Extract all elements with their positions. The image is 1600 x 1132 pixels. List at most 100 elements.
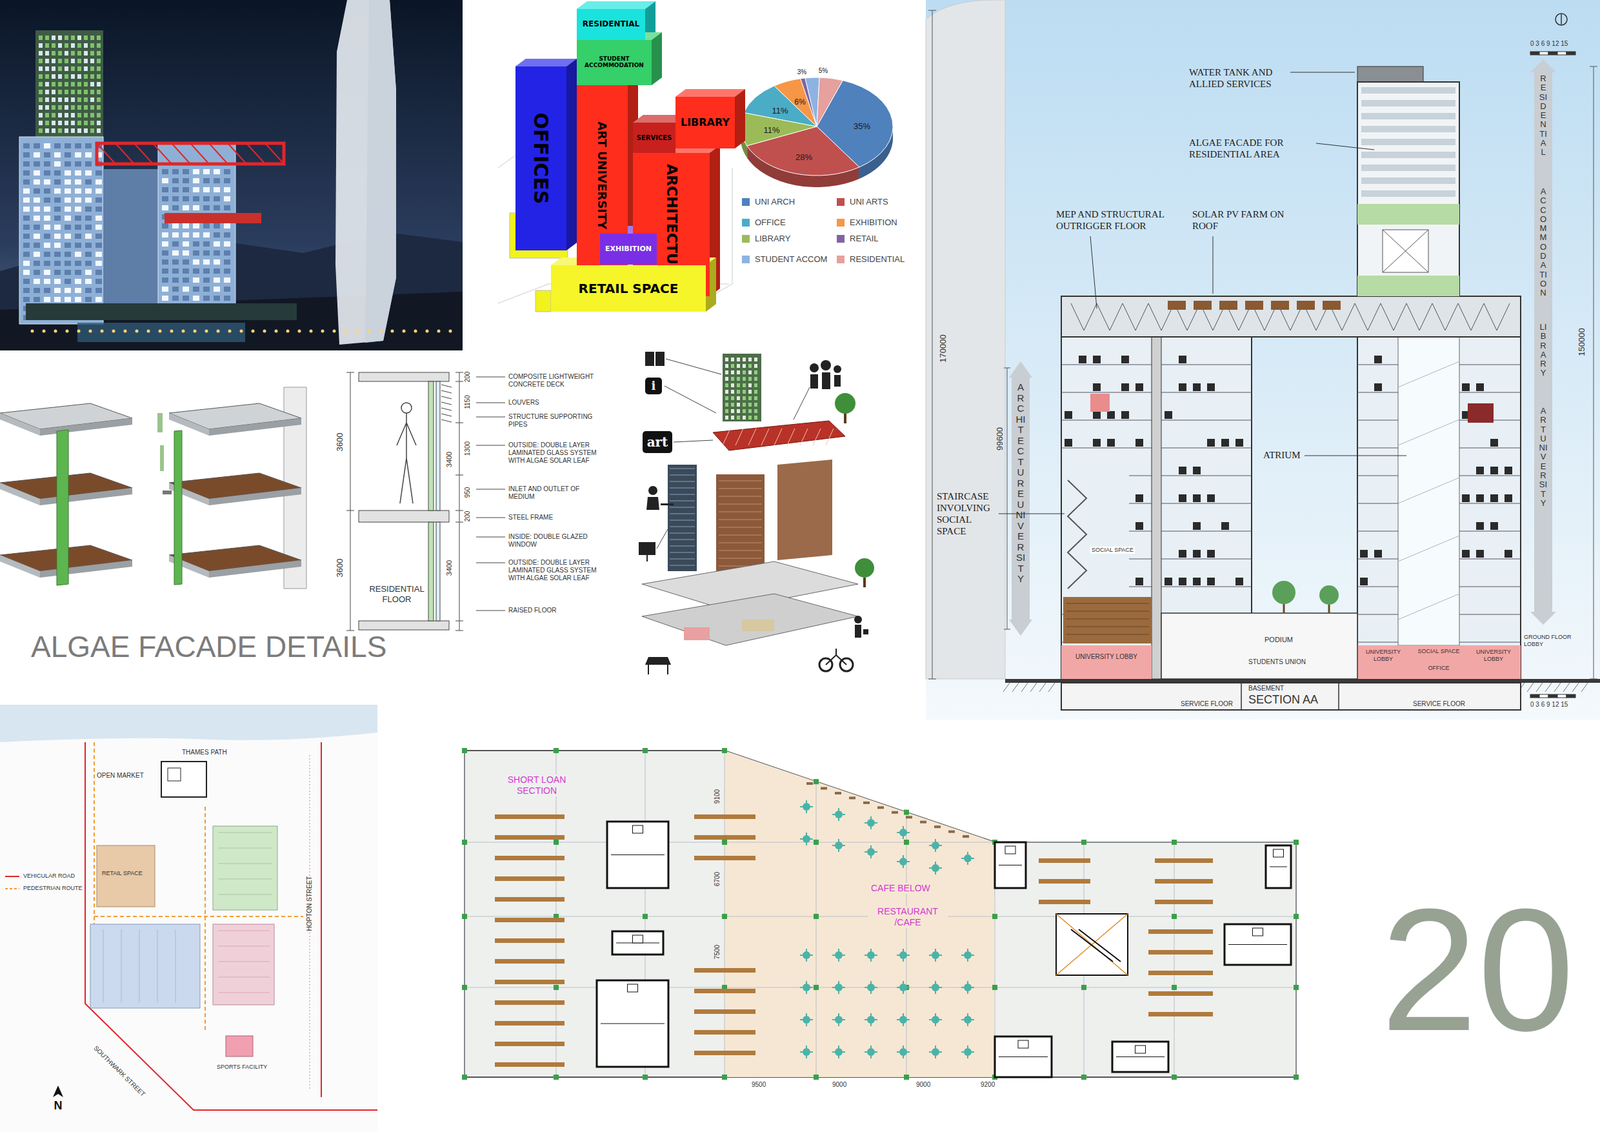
plan-grid xyxy=(218,847,273,849)
label-text: 9000 xyxy=(916,1080,931,1089)
leader-line xyxy=(476,489,506,490)
street-light xyxy=(135,329,139,333)
atrium-glazing xyxy=(1398,477,1460,504)
block-side-shade xyxy=(566,58,577,251)
floor-line xyxy=(1459,364,1521,366)
window xyxy=(54,224,61,230)
window xyxy=(74,260,82,266)
facade-cell xyxy=(58,74,62,79)
facade-cell xyxy=(38,89,43,95)
floor-stripe xyxy=(718,503,762,505)
truss-diagonal xyxy=(722,428,731,446)
window xyxy=(95,260,102,266)
window xyxy=(64,215,71,221)
window xyxy=(182,205,190,211)
floor-line xyxy=(1061,420,1152,421)
floor-stripe xyxy=(669,539,695,540)
column xyxy=(642,1074,648,1080)
window xyxy=(23,143,30,149)
window xyxy=(54,143,61,149)
street-light xyxy=(274,329,279,333)
cafe-chair xyxy=(934,1045,937,1059)
window xyxy=(85,152,92,158)
facade-cell xyxy=(38,128,43,133)
window xyxy=(64,296,71,302)
cafe-chair xyxy=(870,845,872,859)
column xyxy=(1081,839,1087,845)
window xyxy=(203,241,210,247)
facade-cell xyxy=(64,58,69,64)
book-icon xyxy=(645,351,665,366)
void-stair xyxy=(1070,929,1121,962)
slab-edge xyxy=(40,487,133,506)
column xyxy=(721,747,728,753)
window xyxy=(213,223,220,229)
bag-icon xyxy=(863,629,869,635)
label-text: 9500 xyxy=(751,1080,766,1089)
span-arrow xyxy=(1009,361,1033,636)
window xyxy=(223,286,231,292)
window xyxy=(182,169,190,175)
pie-slice xyxy=(816,77,843,127)
truss xyxy=(1367,303,1381,331)
column xyxy=(1081,984,1087,990)
label-text: 3% xyxy=(797,68,807,77)
facade-cell xyxy=(96,35,101,40)
window xyxy=(33,233,40,239)
window xyxy=(161,232,169,238)
slab-edge xyxy=(0,412,40,436)
facade-cell xyxy=(742,376,746,381)
facade-cell xyxy=(754,396,758,400)
window xyxy=(64,224,71,230)
window-band xyxy=(1361,190,1456,197)
core-wall xyxy=(1116,1056,1165,1057)
window xyxy=(192,268,200,274)
floor-stripe xyxy=(718,534,762,536)
floor-stripe xyxy=(669,513,695,515)
floor-line xyxy=(1357,558,1399,560)
ground-hatch xyxy=(1003,682,1010,692)
university-block xyxy=(90,923,200,1008)
label-text: 3600 xyxy=(334,432,346,452)
glass-tower xyxy=(19,136,104,324)
bookshelf xyxy=(1148,1011,1213,1017)
street-light xyxy=(240,329,244,333)
window xyxy=(64,287,71,293)
floor-stripe xyxy=(718,480,762,482)
facade-cell xyxy=(748,396,752,400)
core-wall xyxy=(610,854,665,855)
label-text: ALGAE FACADE FOR RESIDENTIAL AREA xyxy=(1189,136,1312,160)
podium xyxy=(25,303,297,320)
furniture xyxy=(1092,383,1101,391)
cafe-chair xyxy=(902,980,904,994)
cafe-chair xyxy=(934,861,937,875)
floor-line xyxy=(1357,503,1399,504)
bookshelf xyxy=(1154,899,1213,904)
cafe-chair xyxy=(838,807,840,821)
street-light xyxy=(309,329,313,333)
window xyxy=(64,233,71,239)
outrigger-floor xyxy=(1061,296,1521,337)
truss-diagonal xyxy=(190,143,210,164)
window xyxy=(33,179,40,185)
ground-hatch xyxy=(1536,682,1543,692)
stall-icon xyxy=(645,656,671,665)
atrium-glazing xyxy=(1398,593,1460,620)
label-text: ALGAE FACADE DETAILS xyxy=(30,629,387,665)
window xyxy=(74,152,82,158)
window xyxy=(203,259,210,265)
furniture xyxy=(1360,549,1368,558)
truss xyxy=(1122,303,1136,331)
window xyxy=(43,197,51,203)
north-circle xyxy=(1555,13,1568,26)
cafe-chair xyxy=(902,1045,904,1059)
ground-hatch xyxy=(1021,682,1028,692)
street-light xyxy=(286,329,290,333)
truss xyxy=(1070,303,1084,331)
cafe-chair xyxy=(934,1012,937,1026)
retail-block xyxy=(96,845,155,907)
scale-bar xyxy=(1539,51,1549,55)
label-text: 11% xyxy=(763,125,780,136)
floor-stripe xyxy=(669,507,695,508)
